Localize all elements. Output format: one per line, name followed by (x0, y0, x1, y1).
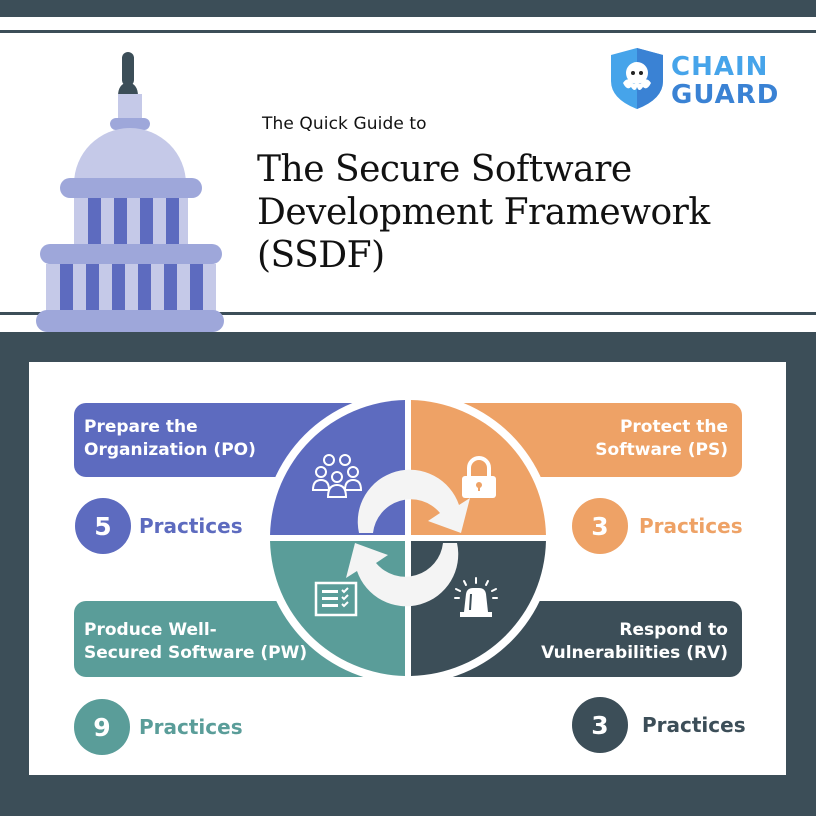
rv-practices-label: Practices (642, 713, 746, 737)
page-title: The Secure Software Development Framewor… (257, 148, 757, 277)
chainguard-logo: CHAIN GUARD (611, 48, 779, 109)
ps-practices-label: Practices (639, 514, 743, 538)
rv-label-line2: Vulnerabilities (RV) (541, 643, 728, 663)
header-top-rule (0, 30, 816, 33)
checklist-icon (314, 581, 358, 617)
po-practices-label: Practices (139, 514, 243, 538)
pw-label-line1: Produce Well- (84, 620, 217, 640)
rv-count-badge: 3 (572, 697, 628, 753)
pw-practices-label: Practices (139, 715, 243, 739)
pw-label: Produce Well- Secured Software (PW) (84, 619, 307, 665)
alarm-siren-icon (454, 577, 498, 617)
po-label-line2: Organization (PO) (84, 440, 256, 460)
title-line-1: The Secure Software (257, 149, 632, 190)
logo-line1: CHAIN (671, 52, 768, 82)
padlock-icon (462, 456, 496, 498)
rv-label: Respond to Vulnerabilities (RV) (541, 619, 728, 665)
pw-count-badge: 9 (74, 699, 130, 755)
title-line-2: Development Framework (257, 192, 710, 233)
ps-count-badge: 3 (572, 498, 628, 554)
logo-line2: GUARD (671, 80, 779, 109)
pw-label-line2: Secured Software (PW) (84, 643, 308, 663)
po-count-badge: 5 (75, 498, 131, 554)
po-label: Prepare the Organization (PO) (84, 416, 256, 462)
guide-subtitle: The Quick Guide to (262, 114, 427, 134)
header-bottom-rule (0, 312, 816, 315)
capitol-building-icon (36, 52, 224, 332)
ps-label-line1: Protect the (619, 417, 728, 437)
circular-arrows-icon (346, 469, 470, 607)
people-group-icon (311, 454, 363, 498)
ps-label-line2: Software (PS) (595, 440, 728, 460)
octopus-shield-icon (611, 48, 663, 109)
top-band (0, 0, 816, 17)
title-line-3: (SSDF) (257, 235, 385, 276)
po-label-line1: Prepare the (84, 417, 198, 437)
ps-label: Protect the Software (PS) (595, 416, 728, 462)
rv-label-line1: Respond to (619, 620, 728, 640)
